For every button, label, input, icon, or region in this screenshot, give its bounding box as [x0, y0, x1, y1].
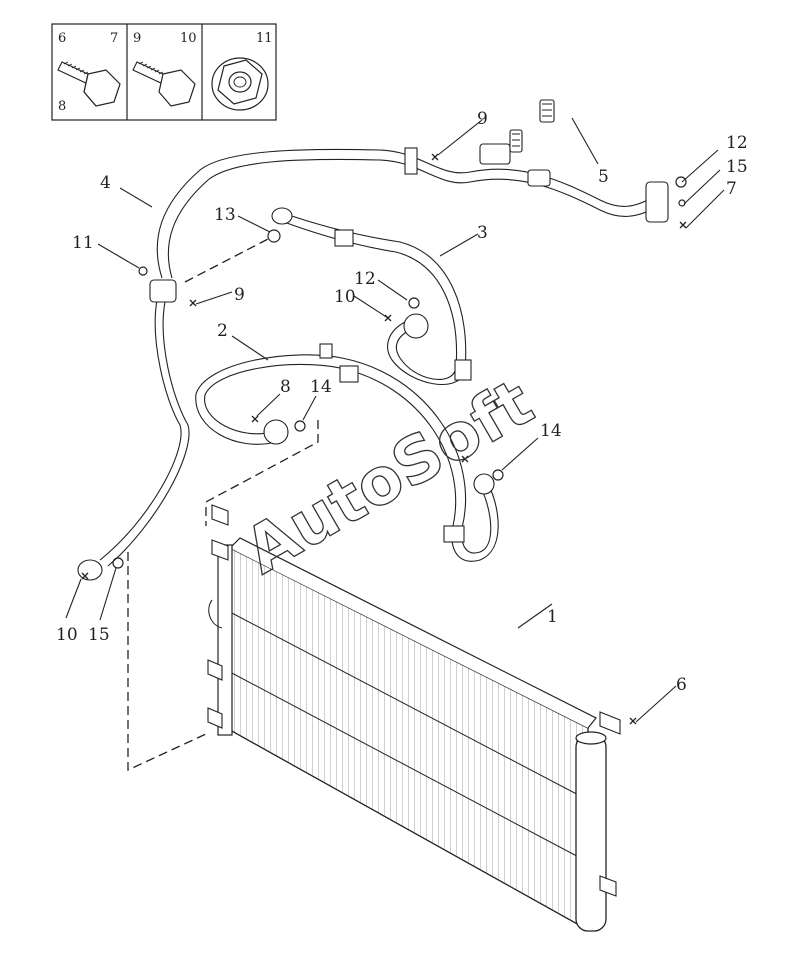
fastener-inset: 6 7 8 9 10 11	[51, 23, 277, 121]
callout-13: 13	[214, 205, 236, 225]
callout-3: 3	[477, 223, 488, 243]
callout-14-left: 14	[310, 377, 332, 397]
pressure-switch-5	[509, 99, 555, 153]
seal-rings	[112, 176, 687, 569]
callout-4: 4	[100, 173, 111, 193]
callout-14-right: 14	[540, 421, 562, 441]
pipe-clamp	[527, 169, 551, 187]
callout-7: 7	[726, 179, 737, 199]
inset-label-11: 11	[256, 31, 273, 46]
bolt-markers	[81, 153, 687, 725]
callout-1: 1	[547, 607, 558, 627]
inset-label-7: 7	[110, 31, 118, 46]
inset-label-9: 9	[133, 31, 141, 46]
callout-12-right: 12	[726, 133, 748, 153]
callout-6: 6	[676, 675, 687, 695]
callout-11: 11	[72, 233, 94, 253]
pipe-end-block	[645, 181, 669, 223]
inset-label-10: 10	[180, 31, 197, 46]
callout-9-left: 9	[234, 285, 245, 305]
callout-9-top: 9	[477, 109, 488, 129]
callout-2: 2	[217, 321, 228, 341]
watermark-text: AutoSoft	[233, 366, 546, 589]
pipe-end-fitting	[77, 559, 103, 581]
pipe-bracket	[149, 279, 177, 303]
callout-labels: 1 2 3 4 5 6 7 8 9 9 10 10 11 12 12 13 14…	[56, 109, 748, 695]
condenser-1	[207, 504, 621, 932]
mounting-brackets	[207, 504, 621, 897]
callout-15-bottom: 15	[88, 625, 110, 645]
callout-leaders	[65, 117, 725, 723]
callout-10-bottom: 10	[56, 625, 78, 645]
receiver-dryer	[575, 734, 607, 932]
flange-bolt-icon	[132, 61, 196, 107]
ac-hose-3	[271, 207, 472, 385]
inset-label-8: 8	[58, 99, 66, 114]
condenser-side-tank	[217, 544, 233, 736]
callout-5: 5	[598, 167, 609, 187]
pipe-clamp	[404, 147, 418, 175]
callout-15-right: 15	[726, 157, 748, 177]
inset-label-6: 6	[58, 31, 66, 46]
callout-10-middle: 10	[334, 287, 356, 307]
ac-hose-2	[195, 343, 499, 562]
valve-block	[479, 143, 511, 165]
callout-12-middle: 12	[354, 269, 376, 289]
flange-bolt-icon	[57, 61, 121, 107]
assembly-guide-lines	[127, 237, 319, 772]
flange-nut-icon	[211, 57, 269, 111]
callout-8: 8	[280, 377, 291, 397]
